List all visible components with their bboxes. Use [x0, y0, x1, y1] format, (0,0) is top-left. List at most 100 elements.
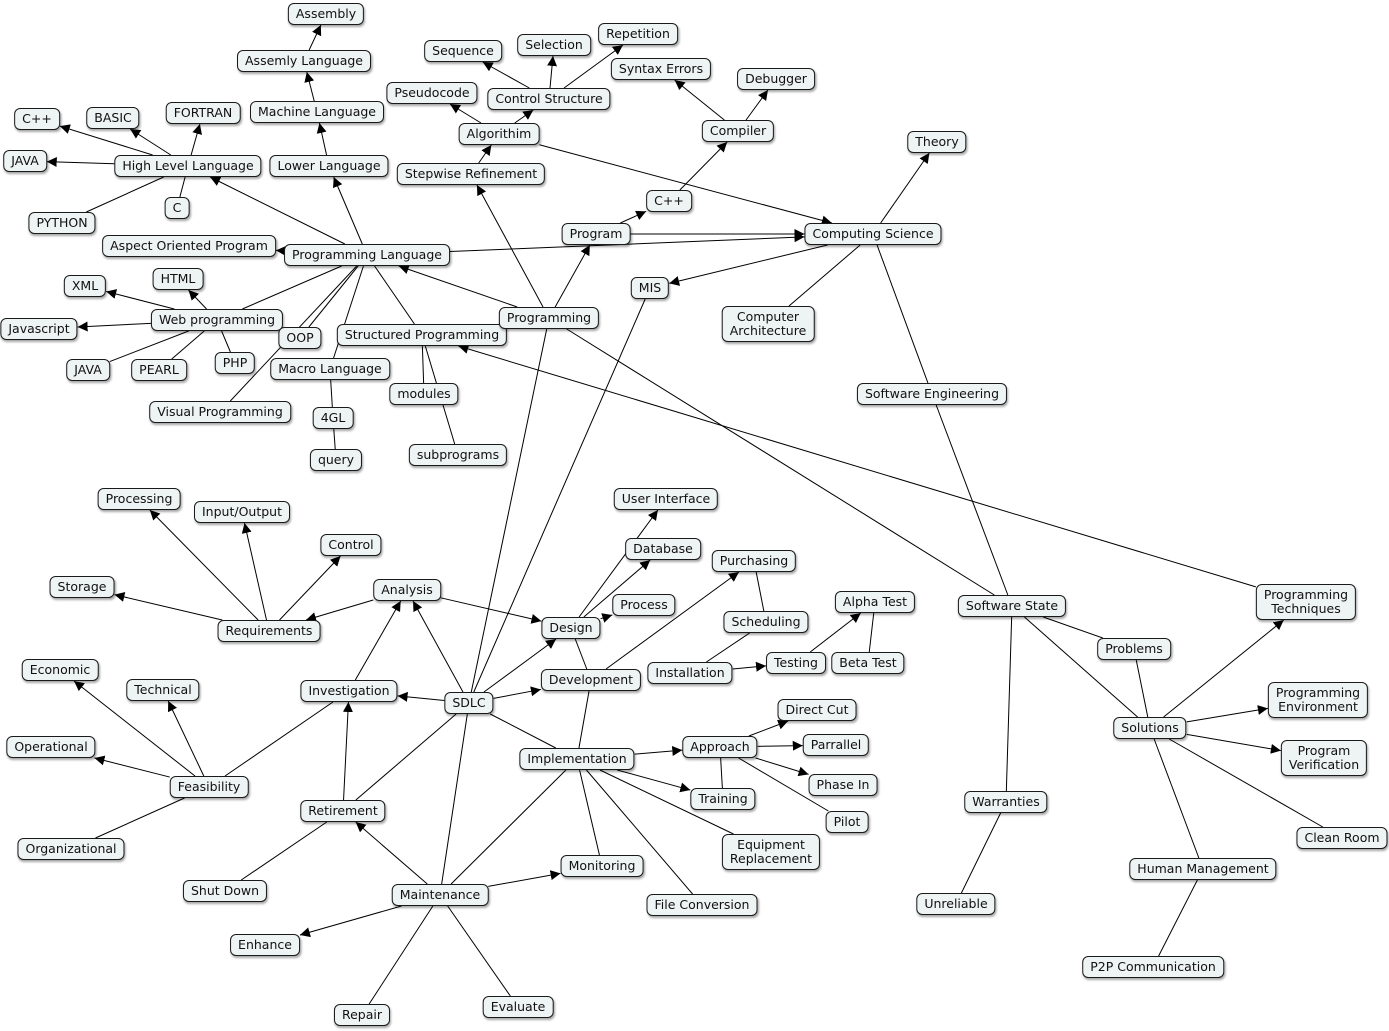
node-database[interactable]: Database [625, 538, 701, 560]
node-high-level-language[interactable]: High Level Language [114, 155, 262, 177]
node-maintenance[interactable]: Maintenance [391, 884, 489, 906]
node-html[interactable]: HTML [152, 268, 204, 290]
node-c[interactable]: C [164, 197, 190, 219]
node-operational[interactable]: Operational [6, 736, 96, 758]
node-php[interactable]: PHP [214, 352, 256, 374]
edge-lower_language-to-machine_language [316, 122, 328, 156]
node-problems[interactable]: Problems [1097, 638, 1171, 660]
node-investigation[interactable]: Investigation [300, 680, 398, 702]
node-debugger[interactable]: Debugger [737, 68, 815, 90]
node-unreliable[interactable]: Unreliable [916, 893, 996, 915]
node-implementation[interactable]: Implementation [519, 748, 635, 770]
node-structured-programming[interactable]: Structured Programming [336, 324, 508, 346]
node-modules[interactable]: modules [389, 383, 459, 405]
node-parrallel[interactable]: Parrallel [802, 734, 870, 756]
node-cpp[interactable]: C++ [646, 190, 692, 212]
node-sequence[interactable]: Sequence [424, 40, 502, 62]
node-training[interactable]: Training [690, 788, 756, 810]
node-programming-environment[interactable]: Programming Environment [1267, 682, 1369, 718]
node-solutions[interactable]: Solutions [1113, 717, 1187, 739]
node-user-interface[interactable]: User Interface [613, 488, 719, 510]
node-alpha-test[interactable]: Alpha Test [834, 591, 916, 613]
node-software-engineering[interactable]: Software Engineering [856, 383, 1008, 405]
node-organizational[interactable]: Organizational [17, 838, 125, 860]
node-repetition[interactable]: Repetition [598, 23, 678, 45]
node-basic[interactable]: BASIC [86, 107, 140, 129]
node-java[interactable]: JAVA [3, 150, 47, 172]
node-theory[interactable]: Theory [907, 131, 967, 153]
node-computing-science[interactable]: Computing Science [804, 223, 942, 245]
node-phase-in[interactable]: Phase In [808, 774, 878, 796]
node-analysis[interactable]: Analysis [373, 579, 441, 601]
node-pilot[interactable]: Pilot [825, 811, 869, 833]
node-program[interactable]: Program [561, 223, 631, 245]
node-input-output[interactable]: Input/Output [194, 501, 290, 523]
node-p2p-communication[interactable]: P2P Communication [1082, 956, 1224, 978]
node-direct-cut[interactable]: Direct Cut [777, 699, 857, 721]
node-syntax-errors[interactable]: Syntax Errors [610, 58, 712, 80]
node-aspect-oriented-program[interactable]: Aspect Oriented Program [102, 235, 276, 257]
node-installation[interactable]: Installation [647, 662, 733, 684]
node-xml[interactable]: XML [63, 275, 107, 297]
node-sdlc[interactable]: SDLC [444, 692, 494, 714]
node-warranties[interactable]: Warranties [964, 791, 1048, 813]
node-assemly-language[interactable]: Assemly Language [237, 50, 371, 72]
node-human-management[interactable]: Human Management [1129, 858, 1277, 880]
node-testing[interactable]: Testing [766, 652, 826, 674]
node-visual-programming[interactable]: Visual Programming [149, 401, 291, 423]
node-subprograms[interactable]: subprograms [408, 444, 508, 466]
node-evaluate[interactable]: Evaluate [482, 996, 554, 1018]
node-requirements[interactable]: Requirements [217, 620, 321, 642]
node-enhance[interactable]: Enhance [230, 934, 300, 956]
node-python[interactable]: PYTHON [28, 212, 96, 234]
node-lower-language[interactable]: Lower Language [269, 155, 389, 177]
node-pseudocode[interactable]: Pseudocode [386, 82, 478, 104]
node-process[interactable]: Process [612, 594, 676, 616]
node-web-programming[interactable]: Web programming [150, 309, 284, 331]
node-design[interactable]: Design [541, 617, 601, 639]
node-processing[interactable]: Processing [97, 488, 181, 510]
node-economic[interactable]: Economic [21, 659, 99, 681]
node-java[interactable]: JAVA [66, 359, 110, 381]
node-software-state[interactable]: Software State [957, 595, 1067, 617]
node-clean-room[interactable]: Clean Room [1296, 827, 1388, 849]
node-machine-language[interactable]: Machine Language [250, 101, 384, 123]
node-storage[interactable]: Storage [49, 576, 115, 598]
node-programming[interactable]: Programming [498, 307, 600, 329]
node-retirement[interactable]: Retirement [300, 800, 386, 822]
node-compiler[interactable]: Compiler [701, 120, 775, 142]
node-beta-test[interactable]: Beta Test [831, 652, 905, 674]
node-macro-language[interactable]: Macro Language [270, 358, 390, 380]
node-assembly[interactable]: Assembly [287, 3, 365, 25]
node-control[interactable]: Control [320, 534, 382, 556]
node-feasibility[interactable]: Feasibility [169, 776, 249, 798]
node-programming-language[interactable]: Programming Language [284, 244, 450, 266]
node-file-conversion[interactable]: File Conversion [646, 894, 758, 916]
node-mis[interactable]: MIS [630, 277, 670, 299]
node-purchasing[interactable]: Purchasing [711, 550, 797, 572]
node-fortran[interactable]: FORTRAN [165, 102, 241, 124]
node-4gl[interactable]: 4GL [312, 407, 354, 429]
node-cpp[interactable]: C++ [14, 108, 60, 130]
node-development[interactable]: Development [540, 669, 642, 691]
node-stepwise-refinement[interactable]: Stepwise Refinement [396, 163, 546, 185]
edge-sdlc-to-development [493, 686, 542, 699]
node-approach[interactable]: Approach [682, 736, 758, 758]
node-query[interactable]: query [309, 449, 363, 471]
node-programming-techniques[interactable]: Programming Techniques [1255, 584, 1357, 620]
node-monitoring[interactable]: Monitoring [560, 855, 644, 877]
node-shut-down[interactable]: Shut Down [182, 880, 268, 902]
node-javascript[interactable]: Javascript [0, 318, 78, 340]
node-algorithm[interactable]: Algorithim [458, 123, 540, 145]
node-control-structure[interactable]: Control Structure [487, 88, 611, 110]
node-selection[interactable]: Selection [517, 34, 591, 56]
node-pearl[interactable]: PEARL [131, 359, 187, 381]
node-repair[interactable]: Repair [333, 1004, 391, 1026]
node-equipment-replacement[interactable]: Equipment Replacement [721, 834, 821, 870]
node-scheduling[interactable]: Scheduling [723, 611, 809, 633]
node-computer-architecture[interactable]: Computer Architecture [721, 306, 815, 342]
node-technical[interactable]: Technical [126, 679, 200, 701]
edge-requirements-to-storage [114, 592, 223, 621]
node-oop[interactable]: OOP [278, 327, 322, 349]
node-program-verification[interactable]: Program Verification [1280, 740, 1368, 776]
